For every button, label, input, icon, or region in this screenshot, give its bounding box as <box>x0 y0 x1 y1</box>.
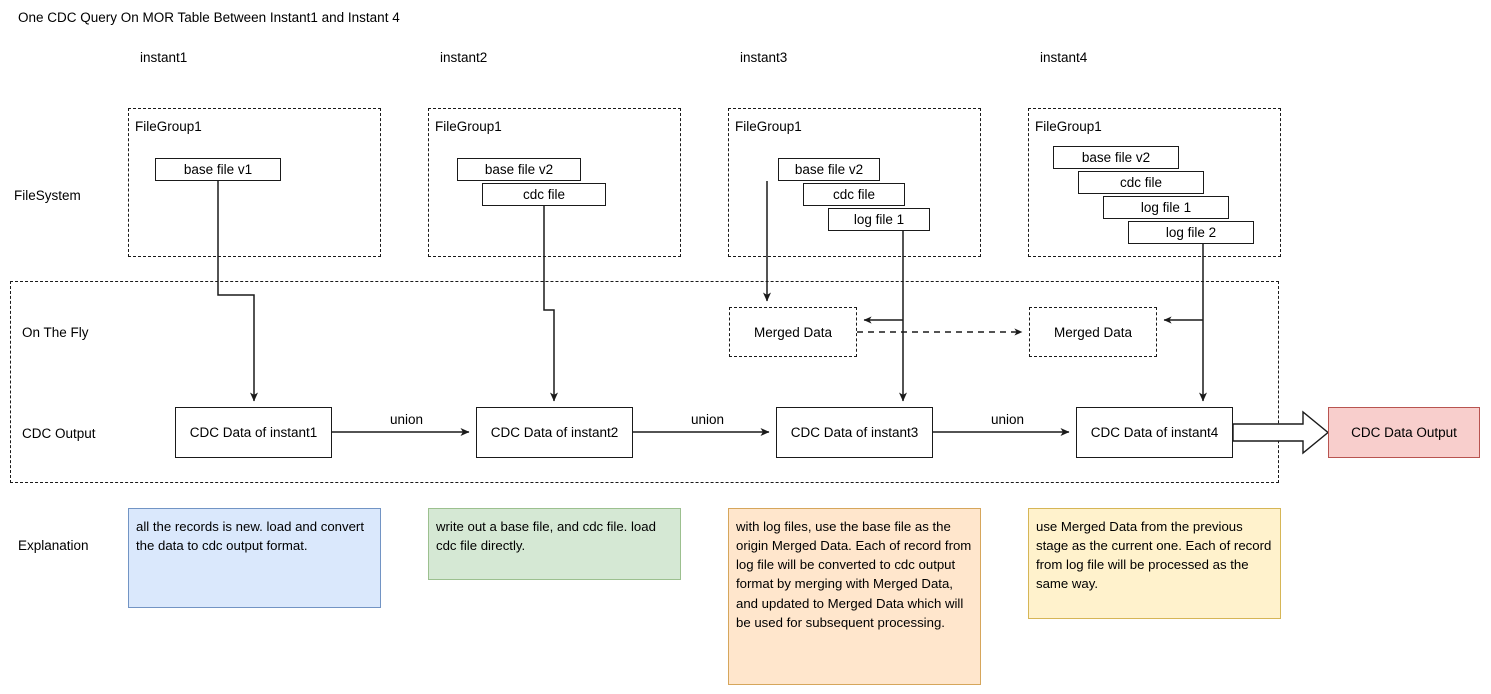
cdc-data-box-2[interactable]: CDC Data of instant2 <box>476 407 633 458</box>
filegroup-container-1: FileGroup1 <box>128 108 381 257</box>
instant-label-3: instant3 <box>740 50 788 65</box>
instant-label-4: instant4 <box>1040 50 1088 65</box>
page-title: One CDC Query On MOR Table Between Insta… <box>18 10 400 25</box>
row-label-on-the-fly: On The Fly <box>22 325 89 340</box>
filegroup-title-2: FileGroup1 <box>435 119 502 134</box>
explanation-box-4: use Merged Data from the previous stage … <box>1028 508 1281 619</box>
instant-label-2: instant2 <box>440 50 488 65</box>
filegroup-title-1: FileGroup1 <box>135 119 202 134</box>
filegroup-title-4: FileGroup1 <box>1035 119 1102 134</box>
explanation-box-1: all the records is new. load and convert… <box>128 508 381 608</box>
filegroup-container-3: FileGroup1 <box>728 108 981 257</box>
filegroup-title-3: FileGroup1 <box>735 119 802 134</box>
union-label-2: union <box>688 412 728 427</box>
row-label-filesystem: FileSystem <box>14 188 81 203</box>
instant-label-1: instant1 <box>140 50 188 65</box>
row-label-cdc-output: CDC Output <box>22 426 96 441</box>
union-label-3: union <box>988 412 1028 427</box>
file-box-log-file-1-i3[interactable]: log file 1 <box>828 208 930 231</box>
merged-data-box-2[interactable]: Merged Data <box>1029 307 1157 357</box>
file-box-log-file-2-i4[interactable]: log file 2 <box>1128 221 1254 244</box>
explanation-box-2: write out a base file, and cdc file. loa… <box>428 508 681 580</box>
merged-data-box-1[interactable]: Merged Data <box>729 307 857 357</box>
file-box-base-file-v2-i2[interactable]: base file v2 <box>457 158 581 181</box>
file-box-cdc-file-i4[interactable]: cdc file <box>1078 171 1204 194</box>
file-box-base-file-v2-i4[interactable]: base file v2 <box>1053 146 1179 169</box>
cdc-data-output-box[interactable]: CDC Data Output <box>1328 407 1480 458</box>
file-box-base-file-v2-i3[interactable]: base file v2 <box>778 158 880 181</box>
filegroup-container-4: FileGroup1 <box>1028 108 1281 257</box>
row-label-explanation: Explanation <box>18 538 89 553</box>
explanation-box-3: with log files, use the base file as the… <box>728 508 981 685</box>
union-label-1: union <box>387 412 427 427</box>
on-the-fly-cdc-container <box>10 281 1279 483</box>
file-box-cdc-file-i3[interactable]: cdc file <box>803 183 905 206</box>
file-box-log-file-1-i4[interactable]: log file 1 <box>1103 196 1229 219</box>
cdc-data-box-3[interactable]: CDC Data of instant3 <box>776 407 933 458</box>
cdc-data-box-1[interactable]: CDC Data of instant1 <box>175 407 332 458</box>
cdc-data-box-4[interactable]: CDC Data of instant4 <box>1076 407 1233 458</box>
file-box-base-file-v1[interactable]: base file v1 <box>155 158 281 181</box>
file-box-cdc-file-i2[interactable]: cdc file <box>482 183 606 206</box>
